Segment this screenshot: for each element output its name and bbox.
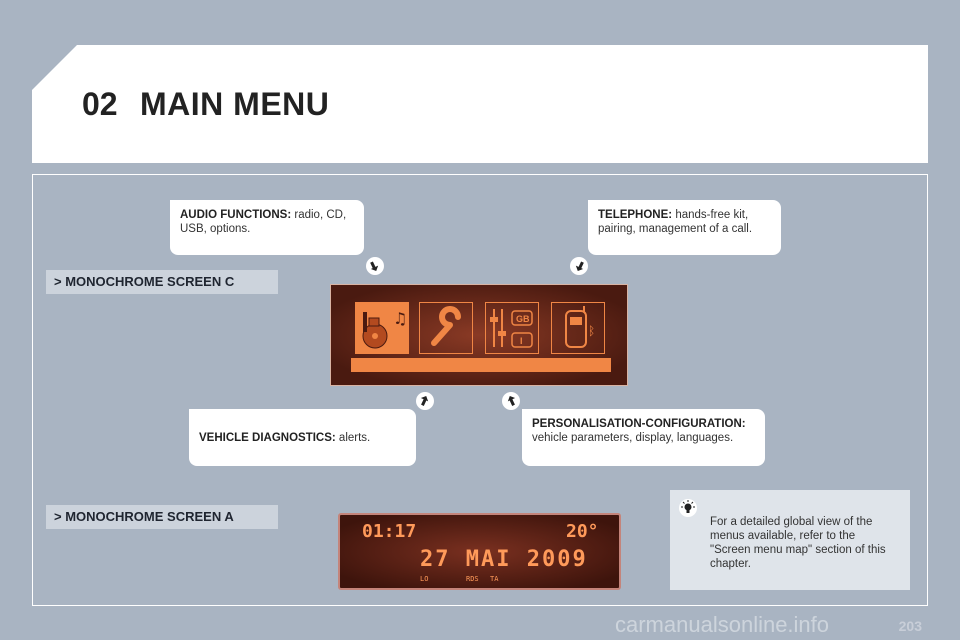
arrow-down-left-icon xyxy=(570,257,588,275)
selection-bar xyxy=(351,358,611,372)
callout-telephone-text: hands-free kit, pairing, management of a… xyxy=(598,209,753,235)
callout-telephone: TELEPHONE: hands-free kit, pairing, mana… xyxy=(588,200,781,255)
arrow-up-right-icon xyxy=(416,392,434,410)
wrench-icon xyxy=(419,302,473,354)
svg-text:ᛒ: ᛒ xyxy=(588,324,595,338)
section-label-screen-c: > MONOCHROME SCREEN C xyxy=(46,270,278,294)
callout-telephone-title: TELEPHONE: xyxy=(598,209,673,221)
lcd-temperature: 20° xyxy=(566,521,599,542)
language-badge-gb: GB xyxy=(516,314,530,324)
info-note: For a detailed global view of the menus … xyxy=(670,490,910,590)
page-number: 203 xyxy=(898,618,922,634)
phone-icon: ᛒ xyxy=(551,302,605,354)
language-badge-i: I xyxy=(520,336,523,346)
callout-diagnostics-text: alerts. xyxy=(335,432,371,444)
content-panel xyxy=(32,174,928,606)
callout-diagnostics-title: VEHICLE DIAGNOSTICS: xyxy=(199,432,336,444)
callout-personalisation-title: PERSONALISATION-CONFIGURATION: xyxy=(532,418,746,430)
monochrome-screen-c: ♫ GB I ᛒ xyxy=(330,284,628,386)
lightbulb-icon xyxy=(679,499,697,517)
monochrome-screen-a: 01:17 20° 27 MAI 2009 LO RDS TA xyxy=(338,513,621,590)
callout-personalisation-text: vehicle parameters, display, languages. xyxy=(532,432,734,444)
callout-audio-functions: AUDIO FUNCTIONS: radio, CD, USB, options… xyxy=(170,200,364,255)
callout-vehicle-diagnostics: VEHICLE DIAGNOSTICS: alerts. xyxy=(189,409,416,466)
lcd-time: 01:17 xyxy=(362,521,417,542)
lcd-indicator-rds: RDS xyxy=(466,575,479,583)
section-label-screen-a: > MONOCHROME SCREEN A xyxy=(46,505,278,529)
callout-personalisation: PERSONALISATION-CONFIGURATION: vehicle p… xyxy=(522,409,765,466)
callout-audio-text: radio, CD, USB, options. xyxy=(180,209,347,235)
lcd-indicator-lo: LO xyxy=(420,575,429,583)
lcd-date: 27 MAI 2009 xyxy=(420,547,588,572)
info-note-text: For a detailed global view of the menus … xyxy=(710,516,886,570)
header-banner xyxy=(32,45,928,163)
sliders-language-icon: GB I xyxy=(485,302,539,354)
arrow-up-left-icon xyxy=(502,392,520,410)
arrow-down-right-icon xyxy=(366,257,384,275)
svg-text:♫: ♫ xyxy=(393,309,407,328)
watermark: carmanualsonline.info xyxy=(615,612,830,637)
audio-media-icon: ♫ xyxy=(355,302,409,354)
page-title: MAIN MENU xyxy=(140,86,330,122)
callout-audio-title: AUDIO FUNCTIONS: xyxy=(180,209,292,221)
lcd-indicator-ta: TA xyxy=(490,575,499,583)
chapter-number: 02 xyxy=(82,86,118,122)
